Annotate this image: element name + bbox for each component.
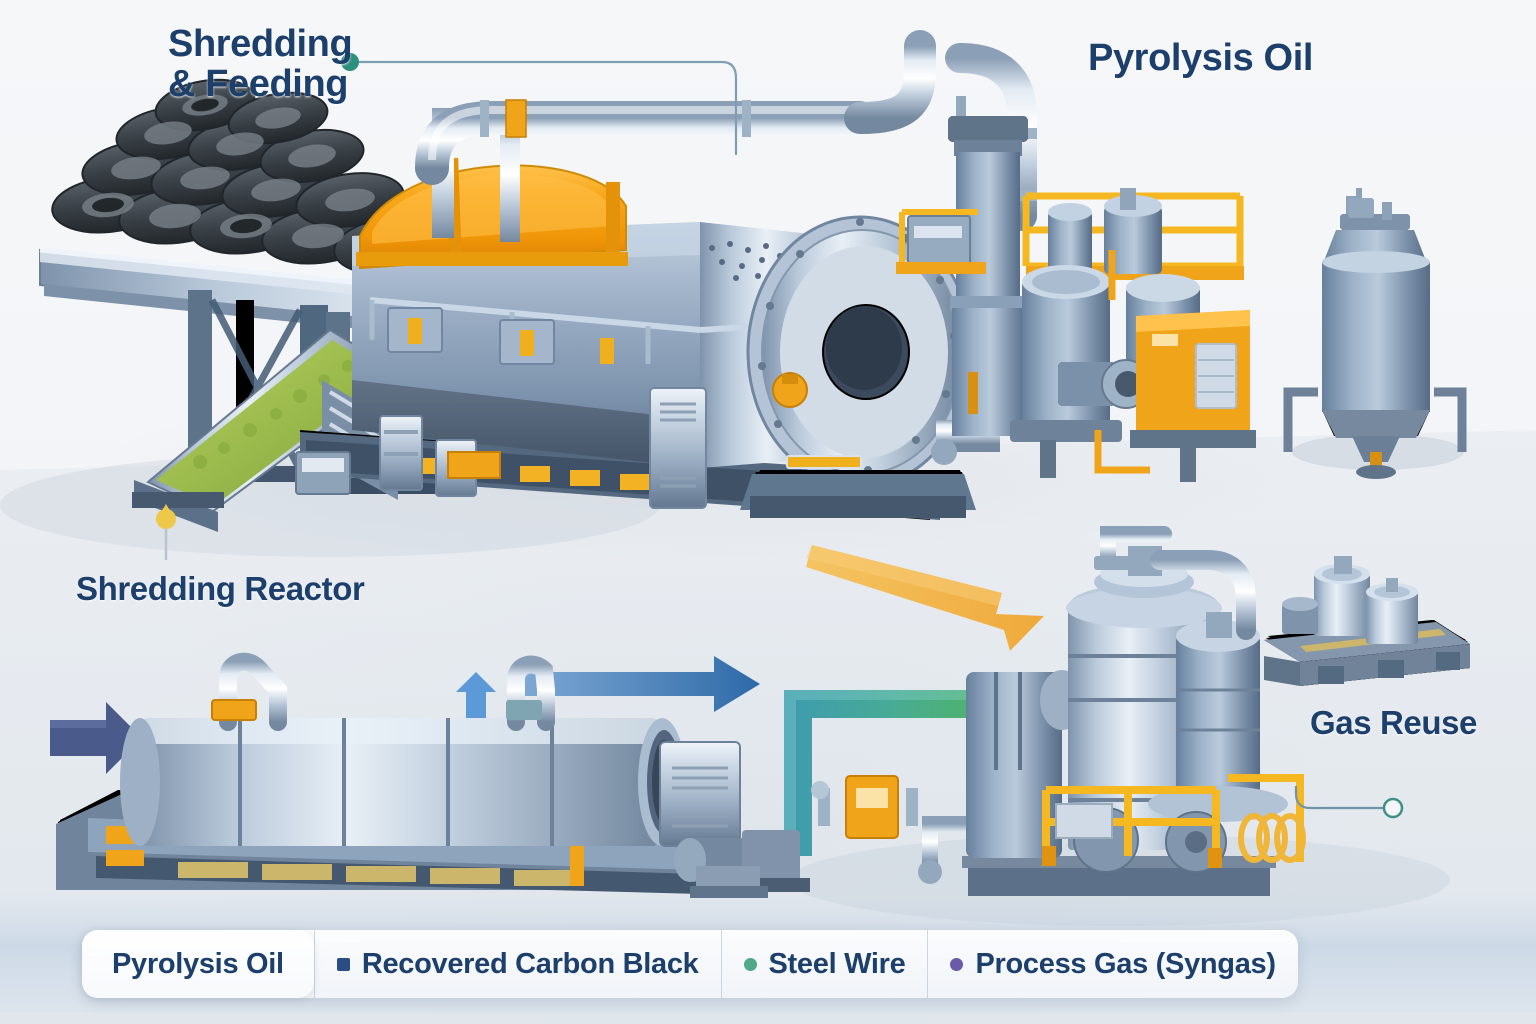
gas-scrubber (918, 526, 1306, 896)
vapor-out-arrow (520, 656, 760, 712)
oil-transfer-arrow (806, 545, 1044, 651)
feed-inlet-arrow (50, 702, 142, 774)
discharge-conveyor (659, 741, 935, 898)
legend-item-pyrolysis-oil[interactable]: Pyrolysis Oil (82, 930, 314, 998)
legend-item-recovered-carbon-black[interactable]: Recovered Carbon Black (313, 930, 721, 998)
callout-label-pyrolysis-oil: Pyrolysis Oil (1088, 37, 1314, 79)
callout-dot-gas-reuse (1382, 797, 1404, 819)
callout-leaders (156, 53, 1404, 819)
callout-label-shredding-feeding: Shredding & Feeding (168, 23, 353, 106)
legend-label-pyrolysis-oil: Pyrolysis Oil (112, 947, 284, 980)
pyrolysis-reactor (295, 108, 976, 520)
legend-swatch-recovered-carbon-black (336, 957, 350, 971)
oil-storage-tank (1283, 188, 1467, 479)
reactor-vapor-pipe (415, 30, 1037, 231)
legend-item-steel-wire[interactable]: Steel Wire (720, 930, 928, 998)
callout-label-gas-reuse: Gas Reuse (1310, 704, 1477, 741)
condenser-column (931, 96, 1028, 465)
drum-pallet (1264, 556, 1470, 686)
oil-separator-skid (896, 188, 1256, 482)
legend-label-process-gas: Process Gas (Syngas) (975, 947, 1276, 980)
syngas-transfer-arrow (784, 690, 984, 856)
callout-label-shredding-reactor: Shredding Reactor (76, 570, 365, 607)
legend-swatch-process-gas (950, 957, 964, 971)
reactor-control-cabinets (295, 387, 707, 509)
legend-bar: Pyrolysis Oil Recovered Carbon Black Ste… (82, 930, 1298, 998)
legend-swatch-steel-wire (743, 957, 757, 971)
callout-dot-shredding-feeding (341, 53, 359, 71)
legend-item-process-gas[interactable]: Process Gas (Syngas) (927, 930, 1297, 998)
legend-label-steel-wire: Steel Wire (768, 947, 906, 980)
legend-label-recovered-carbon-black: Recovered Carbon Black (361, 947, 699, 980)
